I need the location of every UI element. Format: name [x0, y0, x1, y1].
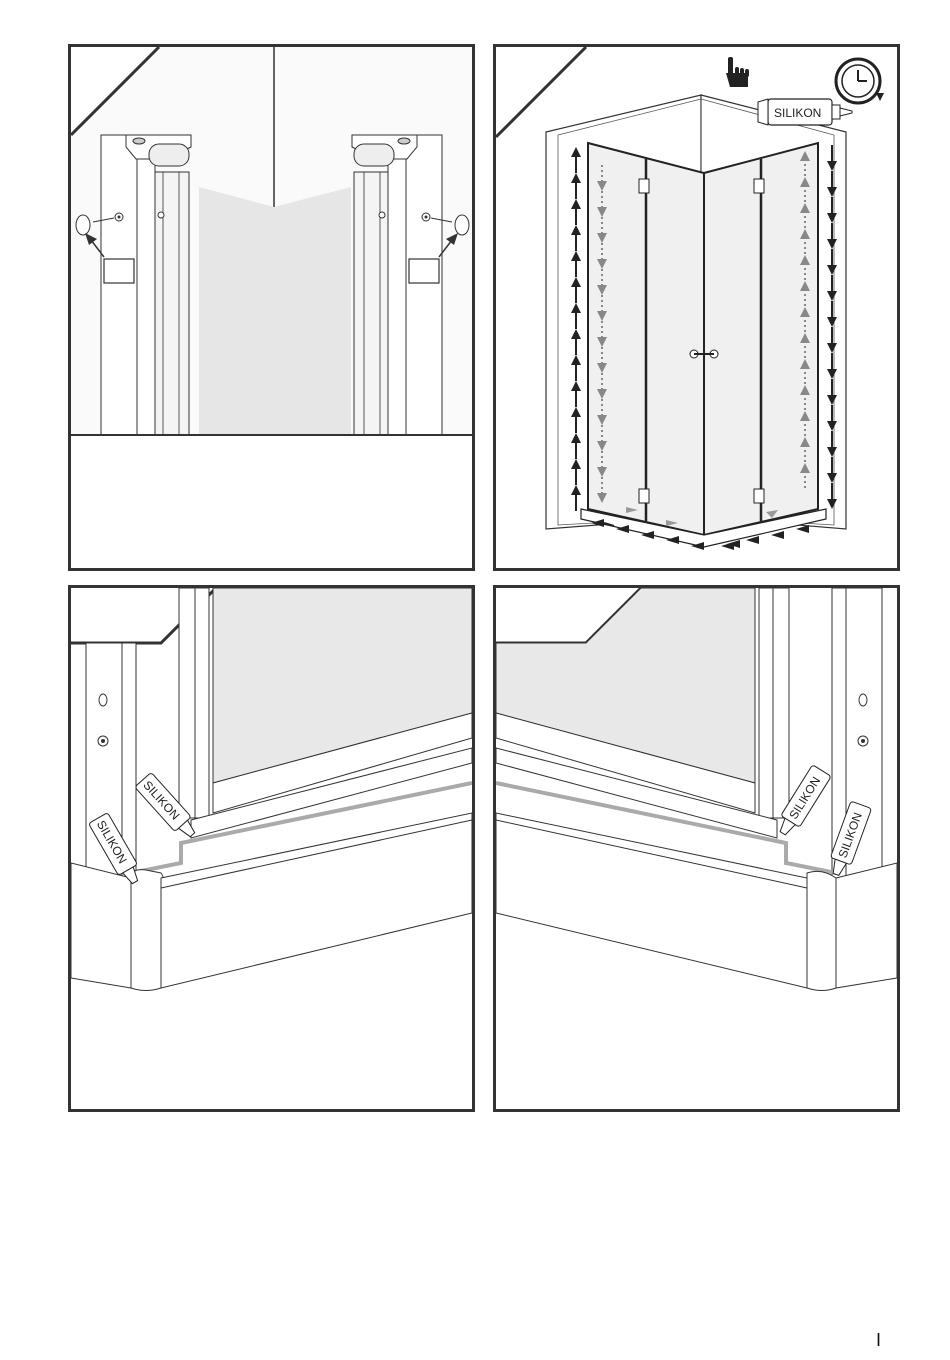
hand-pointer-icon — [726, 57, 749, 87]
right-corner-illustration: SILIKON SILIKON — [496, 588, 897, 1109]
left-corner-illustration: SILIKON SILIKON — [71, 588, 472, 1109]
panel-left-corner-sealing: SILIKON SILIKON — [68, 585, 475, 1112]
panel-enclosure-sealing: SILIKON — [493, 44, 900, 571]
silicone-tube: SILIKON — [758, 99, 852, 125]
hinge-caps-illustration — [71, 47, 472, 568]
panel-hinge-caps — [68, 44, 475, 571]
silicone-label: SILIKON — [774, 106, 821, 120]
clock-rotate-icon — [836, 59, 884, 103]
page-mark: I — [876, 1331, 881, 1349]
enclosure-illustration: SILIKON — [496, 47, 897, 568]
panel-right-corner-sealing: SILIKON SILIKON — [493, 585, 900, 1112]
